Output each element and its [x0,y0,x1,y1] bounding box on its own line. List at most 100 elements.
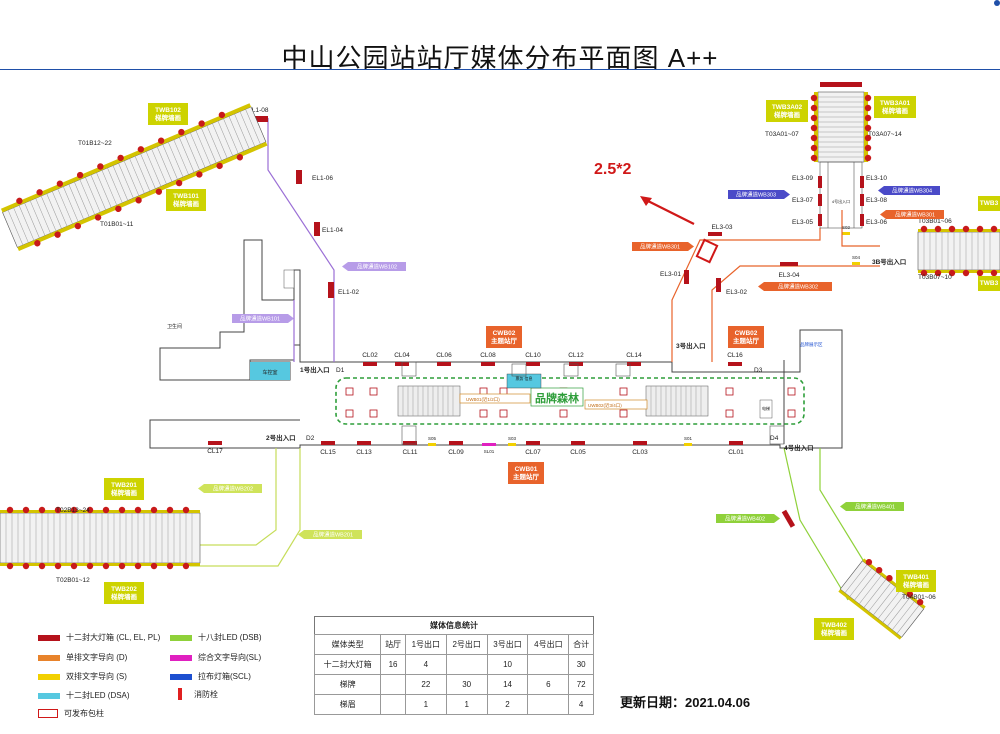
escalator-ad-panel [38,562,46,570]
el1-06-label: EL1-06 [312,175,333,182]
sign-s05-label: S05 [428,436,437,441]
legend-label: 可发布包柱 [64,709,104,718]
lightbox-el3-02 [716,278,721,292]
tread [167,141,184,178]
tread [123,160,140,196]
tread [35,198,51,234]
escalator-ad-panel [810,104,818,112]
lightbox-cl01 [729,441,743,445]
passage-bg [204,484,262,493]
stats-cell: 72 [568,674,594,695]
el3-01-label: EL3-01 [660,271,681,278]
escalator-ad-panel [875,566,883,574]
legend-item: 十二封大灯箱 (CL, EL, PL) [38,632,160,643]
tread [868,582,891,612]
passage-bg [764,282,832,291]
tread [863,579,887,608]
lightbox-el1-06 [296,170,302,184]
passage-arrow [288,314,294,323]
tag-text: 梯牌墙画 [821,628,848,637]
tag-text: TWB202 [111,586,137,593]
tread [234,113,250,149]
passage-wb101: 品牌通道WB101 [232,314,294,323]
passage-text: 品牌通道WB201 [313,531,353,539]
t04b01-range: T04B01~06 [902,594,936,601]
tread [190,132,206,168]
tag-text: TWB3A01 [880,100,911,107]
lightbox-label: CL13 [356,449,372,456]
lightbox-el3-01 [684,270,689,284]
lightbox-el3-10 [860,176,864,188]
escalator-ad-panel [166,506,174,514]
escalator-ad-panel [916,598,924,606]
tread [162,144,178,180]
escalator-ad-panel [70,506,78,514]
brand-forest-zone [335,377,805,425]
tag-bg [148,103,188,125]
escalator-ad-panel [864,94,872,102]
escalator-ad-panel [976,269,984,277]
stats-cell: 1 [404,694,447,715]
passage-wb301b: 品牌通道WB301 [880,210,944,219]
tag-text: 梯牌墙画 [155,113,182,122]
escalator-ad-panel [182,506,190,514]
legend-swatch [38,673,60,680]
lightbox-cl09 [449,441,463,445]
lightbox-label: CL01 [728,449,744,456]
lightbox-cl05 [571,441,585,445]
exit1-label: 1号出入口 [300,365,330,374]
escalator-ad-panel [157,137,165,144]
passage-bg [716,514,774,523]
escalator-ad-panel [810,114,818,122]
escalator-ad-panel [810,124,818,132]
passage-wb402: 品牌通道WB402 [716,514,780,523]
stats-header: 3号出口 [486,634,529,655]
tag-text: TWB101 [173,193,199,200]
t01b01-range: T01B01~11 [100,221,134,228]
escalator-ad-panel [166,562,174,570]
lightbox-cl13 [357,441,371,445]
t03a07-range: T03A07~14 [868,131,902,138]
tread [245,109,261,145]
tag-bg [874,96,916,118]
exit3-passage [671,210,880,362]
el3-07-label: EL3-07 [792,197,813,204]
legend-swatch [38,634,60,641]
update-date: 更新日期：2021.04.06 [620,695,751,710]
escalator-ad-panel [906,590,914,598]
tread [118,163,134,199]
lightbox-el3-05 [818,214,822,226]
stats-header: 4号出口 [527,634,570,655]
exit3a-escalator [810,82,872,163]
exit3-shaft [819,161,863,229]
ticket-info-label: 票务 信息 [515,375,532,381]
stats-header: 1号出口 [404,634,447,655]
lightbox-cl17 [208,441,222,445]
tag-twb3r2: TWB3 [978,276,1000,291]
escalator-ad-panel [16,197,23,205]
t03b07-range: T03B07~10 [918,274,952,281]
lightbox-el3-06 [860,214,864,226]
concourse-lightboxes-top [363,362,641,366]
tag-text: CWB02 [493,330,516,337]
escalator-ad-panel [102,562,110,570]
el3-08-label: EL3-08 [866,197,887,204]
stats-cell: 梯眉 [313,694,382,715]
tread [46,193,62,229]
tread [51,191,68,227]
tag-text: 主题站厅 [733,336,760,345]
tag-bg [978,276,1000,291]
stats-cell: 22 [404,674,447,695]
tread [85,177,101,213]
tag-text: 梯牌墙画 [111,488,138,497]
tread [107,167,123,203]
ticket-info-box [506,373,542,389]
lightbox-el1-08 [250,116,268,122]
tread [18,205,35,241]
stats-cell: 30 [568,654,594,675]
